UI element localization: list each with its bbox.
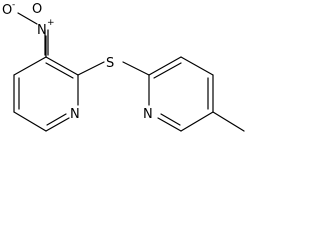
ring2-bond-c2-c3 — [148, 56, 182, 76]
structure-diagram: O - N + O S N N — [2, 0, 245, 132]
ring1-bond-c2-c3 — [45, 56, 79, 76]
ring1-bond-c5-c6 — [13, 111, 47, 132]
atom-s: S — [106, 56, 114, 71]
ring2-bond-c6-n — [157, 117, 182, 132]
bond-c2-s — [77, 61, 105, 76]
bond-s-c2prime — [122, 61, 150, 76]
molecule-svg: O - N + O S N N — [2, 0, 245, 132]
ring1-bond-c6-n-inner — [46, 113, 67, 126]
charge-minus: - — [12, 0, 15, 10]
atom-o-double: O — [32, 2, 42, 17]
bond-o-n-nitro — [17, 12, 38, 25]
ring2-bond-c5-c6 — [180, 111, 214, 132]
ring2-bond-c2-c3-inner — [153, 62, 182, 79]
atom-n-ring2: N — [143, 107, 153, 122]
atom-n-ring1: N — [70, 107, 80, 122]
bond-c5-methyl — [212, 111, 245, 132]
ring1-bond-c6-n — [45, 117, 70, 132]
atom-n-nitro: N — [37, 23, 47, 38]
ring2-bond-c6-n-inner — [160, 113, 181, 126]
charge-plus: + — [47, 18, 55, 28]
atom-o-minus: O — [2, 3, 12, 18]
ring2-bond-c3-c4 — [180, 56, 214, 76]
ring1-bond-c3-c4 — [13, 56, 47, 76]
ring1-bond-c2-c3-inner — [45, 62, 74, 79]
